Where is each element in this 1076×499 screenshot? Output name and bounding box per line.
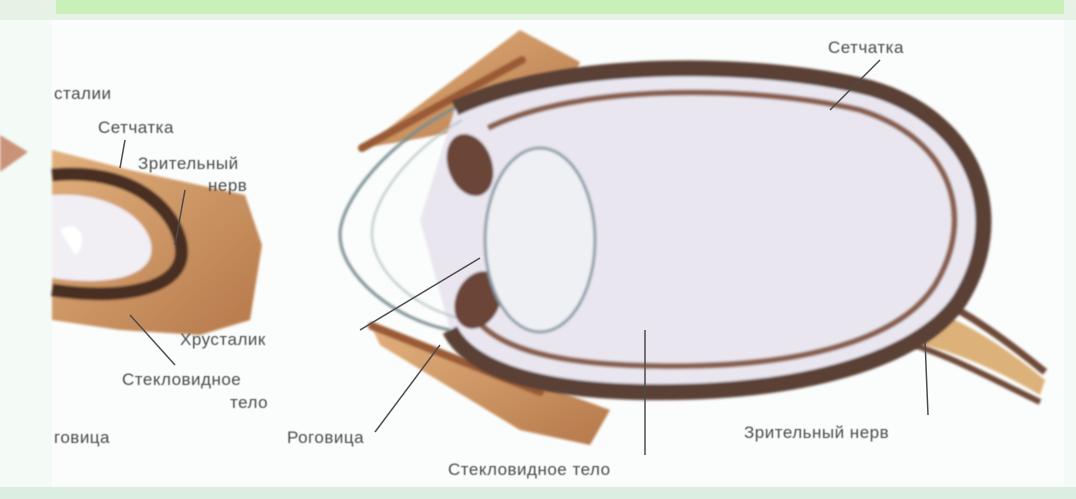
lens [485,148,595,332]
label-left-partial-top: сталии [54,84,111,104]
label-lens: Хрусталик [180,330,266,350]
label-cornea: Роговица [287,428,364,448]
label-left-optic-nerve-1: Зрительный [138,154,239,174]
label-left-vitreous-2: тело [230,393,268,413]
label-left-cornea-partial: говица [54,428,110,448]
label-left-vitreous-1: Стекловидное [122,370,241,390]
label-retina: Сетчатка [828,38,904,58]
left-edge-arrow [0,135,28,172]
label-vitreous: Стекловидное тело [448,460,611,480]
label-optic-nerve: Зрительный нерв [744,423,889,443]
eyeball [340,68,983,392]
label-left-optic-nerve-2: нерв [208,176,247,196]
label-left-retina: Сетчатка [98,118,174,138]
